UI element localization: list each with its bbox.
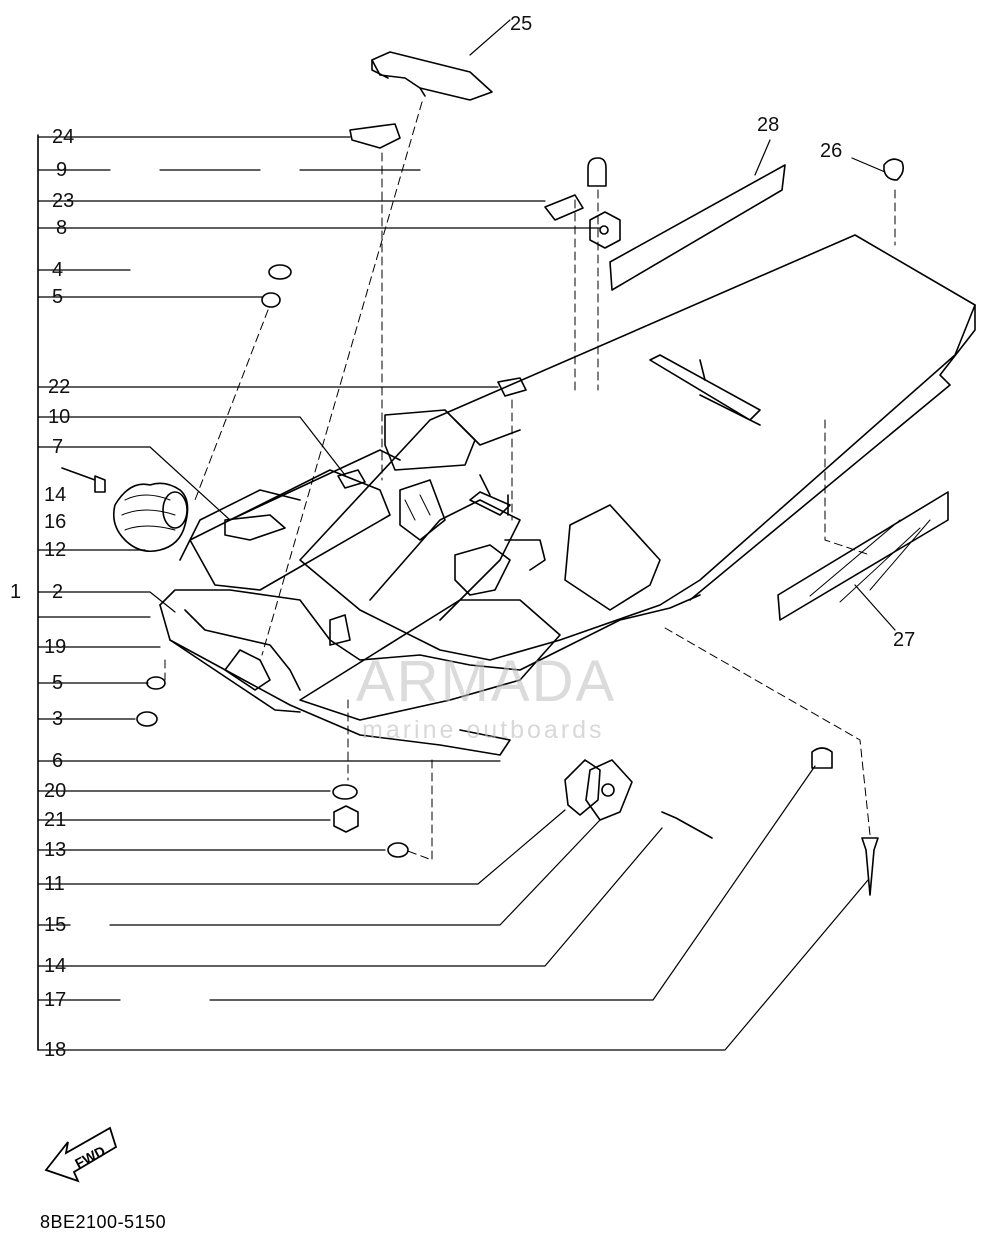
part-code: 8BE2100-5150 bbox=[40, 1212, 167, 1232]
callout-23: 23 bbox=[52, 190, 75, 212]
watermark-title: ARMADA bbox=[356, 649, 617, 714]
part-24-pad bbox=[349, 123, 401, 149]
callout-20: 20 bbox=[44, 780, 67, 802]
part-18-pin bbox=[861, 837, 879, 896]
part-10-pad bbox=[337, 469, 366, 489]
callout-16: 16 bbox=[44, 511, 67, 533]
watermark-subtitle: marine outboards bbox=[362, 716, 605, 744]
part-14-bolt-left bbox=[61, 467, 106, 493]
part-21-nut bbox=[333, 805, 359, 833]
part-5-lower bbox=[146, 676, 166, 690]
part-28-strip bbox=[609, 164, 786, 291]
part-25-plate bbox=[371, 51, 493, 101]
part-15-plate bbox=[585, 759, 633, 821]
callout-27: 27 bbox=[893, 629, 916, 651]
part-7-bracket bbox=[224, 514, 286, 541]
callout-1: 1 bbox=[10, 581, 22, 603]
part-4-grommet bbox=[268, 264, 292, 280]
callout-28: 28 bbox=[757, 114, 780, 136]
part-13-ring bbox=[387, 842, 409, 858]
callout-14-lower: 14 bbox=[44, 955, 67, 977]
part-17-cap bbox=[811, 747, 833, 769]
callout-25: 25 bbox=[510, 13, 533, 35]
callout-18: 18 bbox=[44, 1039, 67, 1061]
leader-lines bbox=[37, 19, 896, 1051]
callout-2: 2 bbox=[52, 581, 64, 603]
callout-17: 17 bbox=[44, 989, 67, 1011]
part-11-mount bbox=[564, 759, 601, 816]
callout-26: 26 bbox=[820, 140, 843, 162]
part-14-bolt-right bbox=[661, 811, 713, 839]
callout-7: 7 bbox=[52, 436, 64, 458]
fwd-arrow bbox=[44, 1126, 118, 1183]
part-26-cap bbox=[883, 158, 904, 181]
callout-21: 21 bbox=[44, 809, 67, 831]
callout-5-upper: 5 bbox=[52, 286, 64, 308]
callout-6: 6 bbox=[52, 750, 64, 772]
callout-4: 4 bbox=[52, 259, 64, 281]
callout-22: 22 bbox=[48, 376, 71, 398]
callout-9: 9 bbox=[56, 159, 68, 181]
hull-frame bbox=[159, 234, 976, 756]
part-16-boot bbox=[112, 482, 189, 553]
callout-19: 19 bbox=[44, 636, 67, 658]
callout-10: 10 bbox=[48, 406, 71, 428]
part-20-washer bbox=[332, 784, 358, 800]
callout-13: 13 bbox=[44, 839, 67, 861]
callout-8: 8 bbox=[56, 217, 68, 239]
part-22-pad bbox=[497, 377, 527, 397]
callout-5-lower: 5 bbox=[52, 672, 64, 694]
callout-12: 12 bbox=[44, 539, 67, 561]
callout-15: 15 bbox=[44, 914, 67, 936]
part-5-grommet bbox=[261, 292, 281, 308]
part-27-decal bbox=[777, 491, 949, 621]
callout-14-upper: 14 bbox=[44, 484, 67, 506]
callout-3: 3 bbox=[52, 708, 64, 730]
callout-11: 11 bbox=[44, 873, 65, 895]
dashed-guides bbox=[164, 101, 896, 861]
callout-24: 24 bbox=[52, 126, 75, 148]
part-9-cap bbox=[587, 157, 607, 187]
part-3-grommet bbox=[136, 711, 158, 727]
part-23-block bbox=[544, 194, 584, 221]
part-8-bracket bbox=[589, 211, 621, 249]
